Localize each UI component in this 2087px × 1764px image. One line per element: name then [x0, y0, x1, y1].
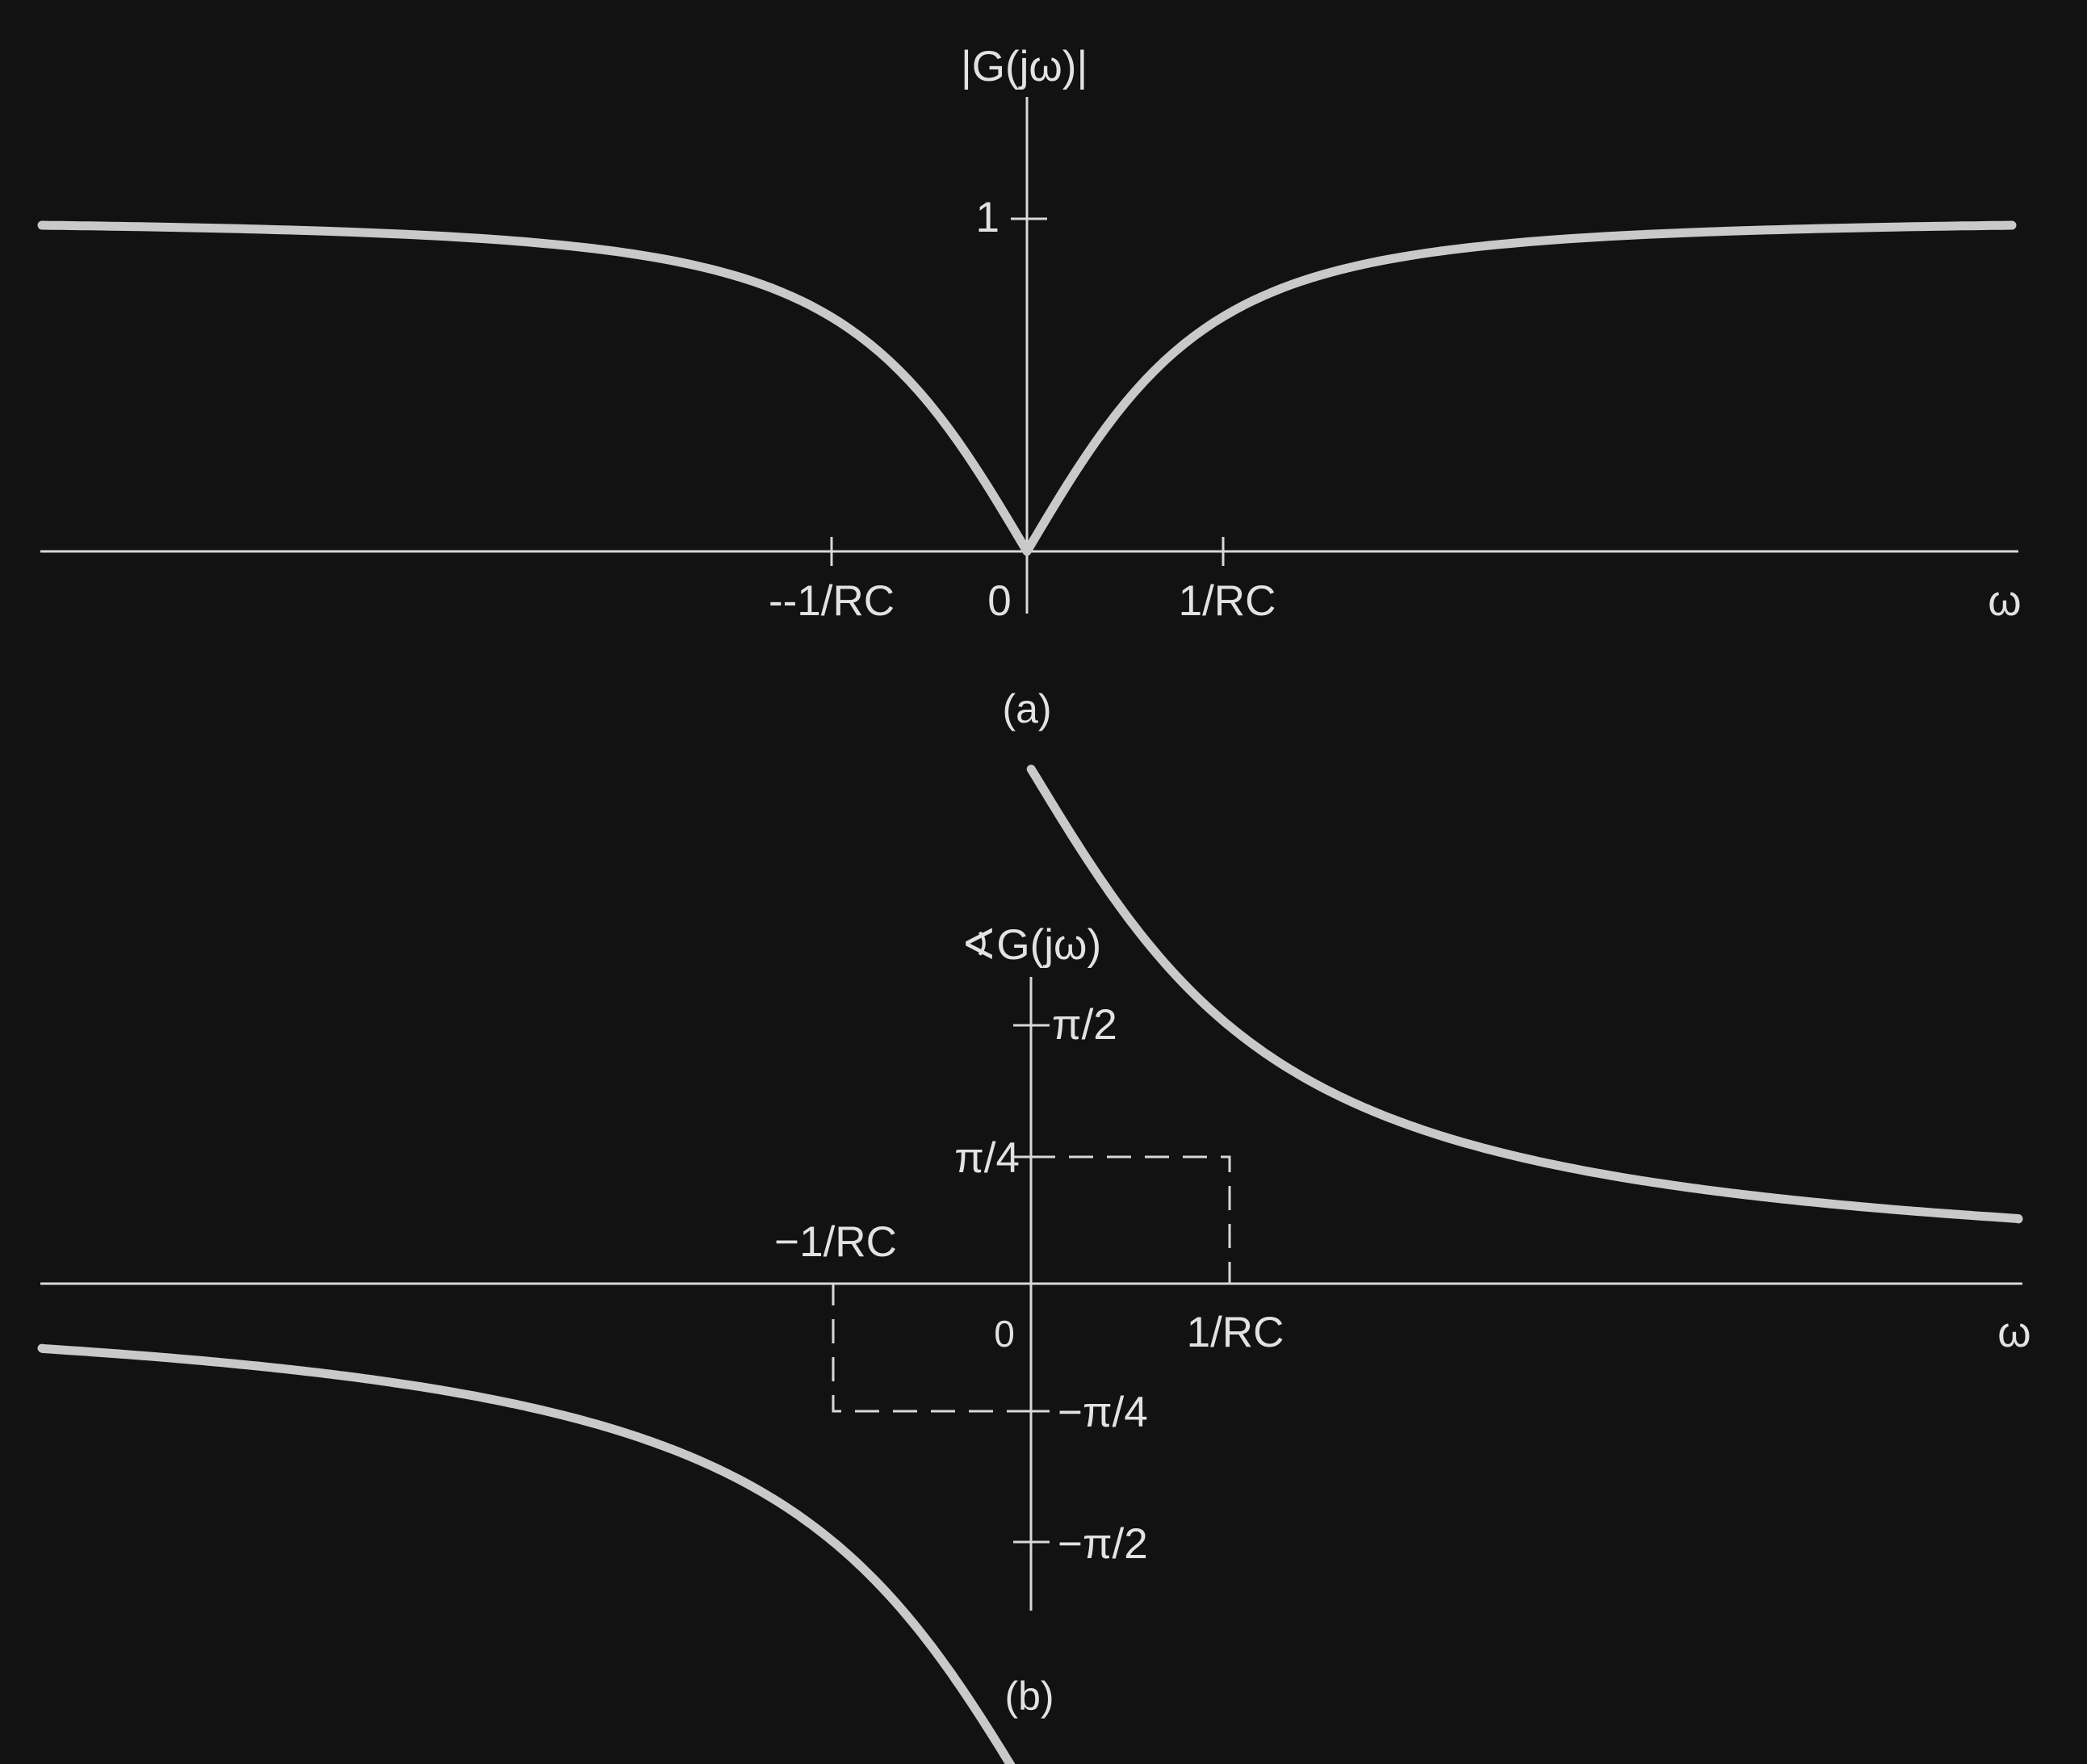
- x-tick-label-1-over-rc-b: 1/RC: [1187, 1309, 1284, 1356]
- phase-curve-negative: [37, 1343, 1016, 1764]
- phase-x-label: ω: [1997, 1309, 2030, 1356]
- magnitude-panel: |G(jω)| 1 --1/RC 0 1/RC ω (a): [37, 43, 2022, 731]
- panel-b-caption: (b): [1004, 1674, 1054, 1719]
- phase-panel: ∢G(jω) π/2 π/4 −π/4 −π/2 −1/RC 0 1/RC ω …: [37, 765, 2031, 1764]
- y-tick-label-neg-pi-over-4: −π/4: [1058, 1389, 1148, 1436]
- x-tick-label-zero-b: 0: [994, 1313, 1015, 1355]
- x-tick-label-zero: 0: [987, 577, 1011, 625]
- y-tick-label-pi-over-2: π/2: [1052, 1001, 1117, 1049]
- y-tick-label-one: 1: [976, 194, 999, 241]
- y-tick-label-pi-over-4: π/4: [954, 1134, 1020, 1182]
- magnitude-curve: [37, 220, 2017, 556]
- panel-a-caption: (a): [1002, 686, 1051, 731]
- x-tick-label-1-over-rc: 1/RC: [1179, 577, 1276, 625]
- guide-neg-1-over-rc: [832, 1284, 1031, 1413]
- guide-pos-1-over-rc: [1031, 1155, 1231, 1284]
- y-tick-label-neg-pi-over-2: −π/2: [1058, 1520, 1148, 1568]
- phase-y-label: ∢G(jω): [961, 921, 1101, 969]
- x-tick-label-neg-1-over-rc-b: −1/RC: [774, 1218, 897, 1266]
- phase-curve-positive: [1026, 765, 2023, 1224]
- x-tick-label-neg-1-over-rc: --1/RC: [769, 577, 895, 625]
- magnitude-y-label: |G(jω)|: [961, 43, 1088, 90]
- magnitude-x-label: ω: [1988, 577, 2021, 625]
